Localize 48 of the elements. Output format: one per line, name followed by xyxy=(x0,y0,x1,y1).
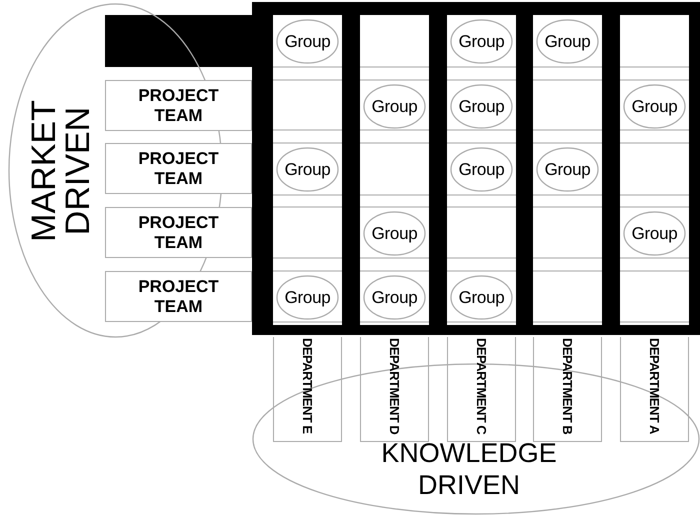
group-oval xyxy=(363,275,426,320)
group-oval xyxy=(536,147,599,192)
group-oval xyxy=(450,275,513,320)
team-label: PROJECT TEAM xyxy=(137,86,220,126)
group-label: Group xyxy=(284,32,330,52)
group-label: Group xyxy=(544,32,590,52)
group-oval xyxy=(450,84,513,129)
department-label: DEPARTMENT D xyxy=(387,337,402,435)
team-label: PROJECT TEAM xyxy=(137,212,220,252)
group-label: Group xyxy=(632,224,678,244)
department-column-box xyxy=(360,337,429,442)
team-row-box xyxy=(105,207,252,258)
department-label: DEPARTMENT C xyxy=(474,337,489,435)
region-label: KNOWLEDGE DRIVEN xyxy=(380,437,558,501)
group-oval xyxy=(450,147,513,192)
group-label: Group xyxy=(458,160,504,180)
department-column-box xyxy=(620,337,689,442)
team-row-box xyxy=(105,143,252,194)
department-column-box xyxy=(273,337,342,442)
group-oval xyxy=(276,147,339,192)
department-column-box xyxy=(447,337,516,442)
group-oval xyxy=(276,275,339,320)
group-oval xyxy=(536,19,599,64)
group-label: Group xyxy=(458,288,504,308)
group-oval xyxy=(276,19,339,64)
region-label: MARKET DRIVEN xyxy=(26,98,94,244)
group-label: Group xyxy=(632,96,678,116)
group-label: Group xyxy=(372,224,418,244)
group-oval xyxy=(450,19,513,64)
department-column-box xyxy=(533,337,602,442)
group-label: Group xyxy=(458,96,504,116)
team-label: PROJECT TEAM xyxy=(137,148,220,188)
department-label: DEPARTMENT E xyxy=(300,337,315,435)
group-oval xyxy=(623,84,686,129)
group-label: Group xyxy=(458,32,504,52)
group-oval xyxy=(363,211,426,256)
group-label: Group xyxy=(284,160,330,180)
group-oval xyxy=(623,211,686,256)
group-oval xyxy=(363,84,426,129)
team-row-box xyxy=(105,80,252,131)
group-label: Group xyxy=(284,288,330,308)
team-row-box xyxy=(105,271,252,322)
team-label: PROJECT TEAM xyxy=(137,276,220,316)
group-label: Group xyxy=(372,288,418,308)
department-label: DEPARTMENT A xyxy=(647,337,662,435)
department-label: DEPARTMENT B xyxy=(560,337,575,435)
group-label: Group xyxy=(372,96,418,116)
group-label: Group xyxy=(544,160,590,180)
